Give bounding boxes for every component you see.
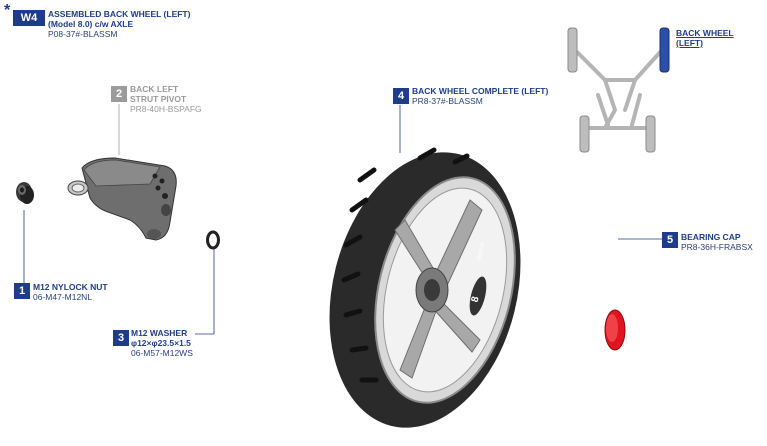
part-1-code: 06-M47-M12NL (33, 292, 93, 302)
part-4-label: BACK WHEEL COMPLETE (LEFT) PR8-37#-BLASS… (412, 86, 548, 106)
part-5-label: BEARING CAP PR8-36H-FRABSX (681, 232, 753, 252)
badge-part-1: 1 (14, 283, 30, 299)
part-3-sub: φ12×φ23.5×1.5 (131, 338, 191, 348)
part-5-title: BEARING CAP (681, 232, 741, 242)
washer-drawing (206, 230, 220, 250)
locator-label: BACK WHEEL (LEFT) (676, 28, 734, 48)
part-1-title: M12 NYLOCK NUT (33, 282, 108, 292)
part-3-label: M12 WASHER φ12×φ23.5×1.5 06-M57-M12WS (131, 328, 193, 358)
wheel-logo-num: 8 (470, 295, 482, 303)
header-title-1: ASSEMBLED BACK WHEEL (LEFT) (48, 9, 191, 19)
part-4-title: BACK WHEEL COMPLETE (LEFT) (412, 86, 549, 96)
part-3-title: M12 WASHER (131, 328, 188, 338)
part-2-sub: STRUT PIVOT (130, 94, 187, 104)
badge-w4: W4 (13, 10, 45, 26)
nylock-nut-drawing (16, 182, 34, 204)
locator-line-1: BACK WHEEL (676, 28, 734, 38)
part-2-label: BACK LEFT STRUT PIVOT PR8-40H-BSPAFG (130, 84, 202, 114)
locator-view (573, 48, 664, 130)
header-label: ASSEMBLED BACK WHEEL (LEFT) (Model 8.0) … (48, 9, 190, 39)
bearing-cap-drawing (604, 309, 626, 351)
part-3-code: 06-M57-M12WS (131, 348, 193, 358)
badge-part-3: 3 (113, 330, 129, 346)
part-4-code: PR8-37#-BLASSM (412, 96, 483, 106)
part-2-code: PR8-40H-BSPAFG (130, 104, 202, 114)
badge-part-4: 4 (393, 88, 409, 104)
strut-pivot-drawing (67, 157, 177, 241)
part-1-label: M12 NYLOCK NUT 06-M47-M12NL (33, 282, 108, 302)
back-wheel-drawing: 8 (329, 147, 521, 428)
star-marker: * (4, 2, 11, 19)
badge-part-5: 5 (662, 232, 678, 248)
header-code: P08-37#-BLASSM (48, 29, 118, 39)
badge-part-2: 2 (111, 86, 127, 102)
part-2-title: BACK LEFT (130, 84, 179, 94)
part-5-code: PR8-36H-FRABSX (681, 242, 753, 252)
header-title-2: (Model 8.0) c/w AXLE (48, 19, 134, 29)
locator-line-2: (LEFT) (676, 38, 703, 48)
